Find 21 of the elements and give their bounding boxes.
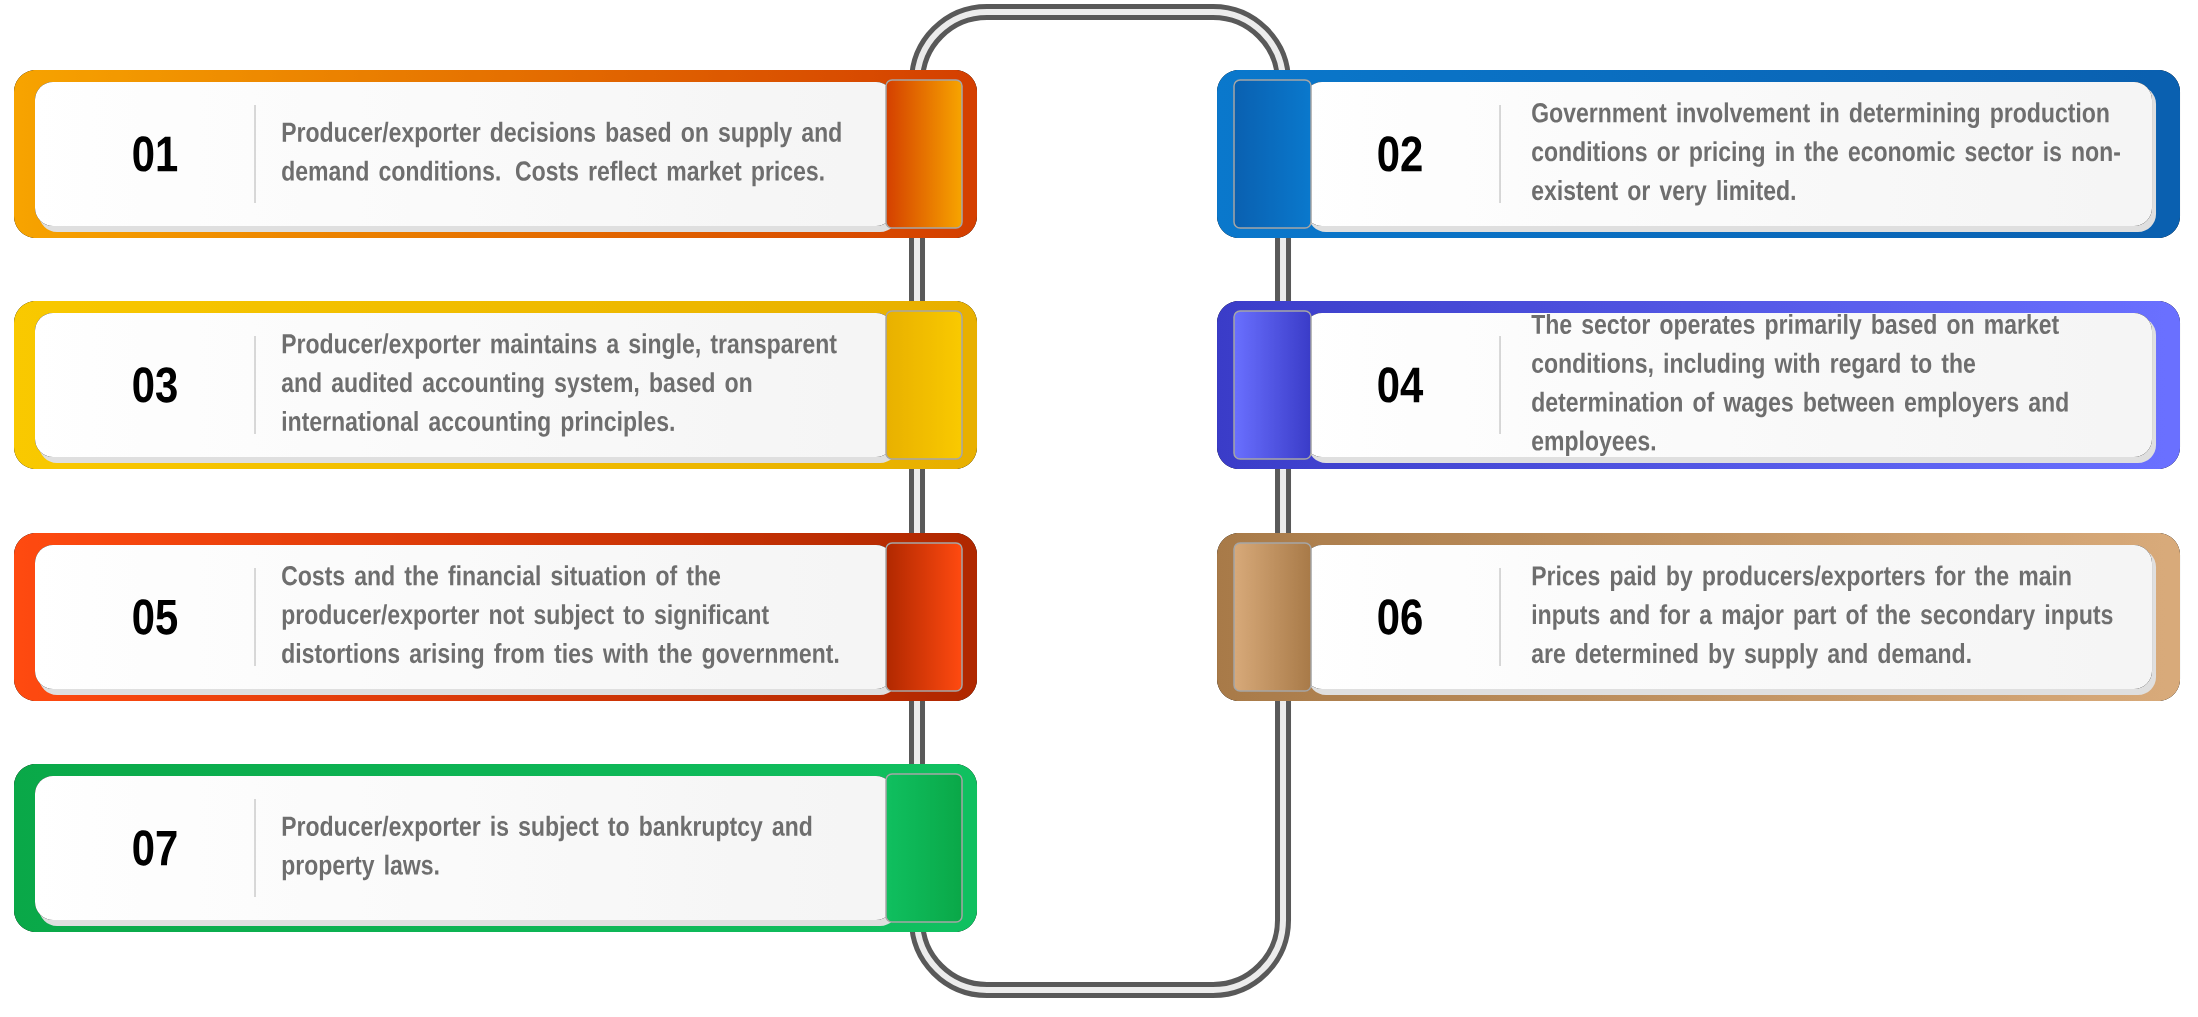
step-number: 03 <box>133 367 177 403</box>
description: Prices paid by producers/exporters for the main inputs and for a major part of the secondary inputs are determined by supply and demand. <box>1531 565 2113 669</box>
step-number: 02 <box>1378 136 1422 172</box>
description: Producer/exporter decisions based on supply and demand conditions. Costs reflect market prices. <box>282 121 841 187</box>
step-number: 06 <box>1378 599 1422 635</box>
description: Government involvement in determining production conditions or pricing in the economic sector is non-existent or very limited. <box>1532 102 2120 206</box>
description: Costs and the financial situation of the producer/exporter not subject to significant distortions arising from ties with the government. <box>282 565 839 669</box>
info-card <box>1217 301 2181 469</box>
info-card <box>1217 70 2181 238</box>
step-number: 07 <box>133 830 177 866</box>
step-number: 01 <box>133 136 178 172</box>
info-card <box>1217 533 2181 701</box>
description: Producer/exporter maintains a single, transparent and audited accounting system, based on international accounting principles. <box>281 333 837 437</box>
info-card <box>14 533 977 701</box>
description: Producer/exporter is subject to bankruptcy and property laws. <box>282 815 812 881</box>
step-number: 04 <box>1378 367 1424 403</box>
info-card <box>14 70 977 238</box>
step-number: 05 <box>133 599 178 635</box>
info-card <box>14 764 977 932</box>
description: The sector operates primarily based on market conditions, including with regard to the determination of wages between employers and employees. <box>1531 313 2068 457</box>
info-card <box>14 301 977 469</box>
